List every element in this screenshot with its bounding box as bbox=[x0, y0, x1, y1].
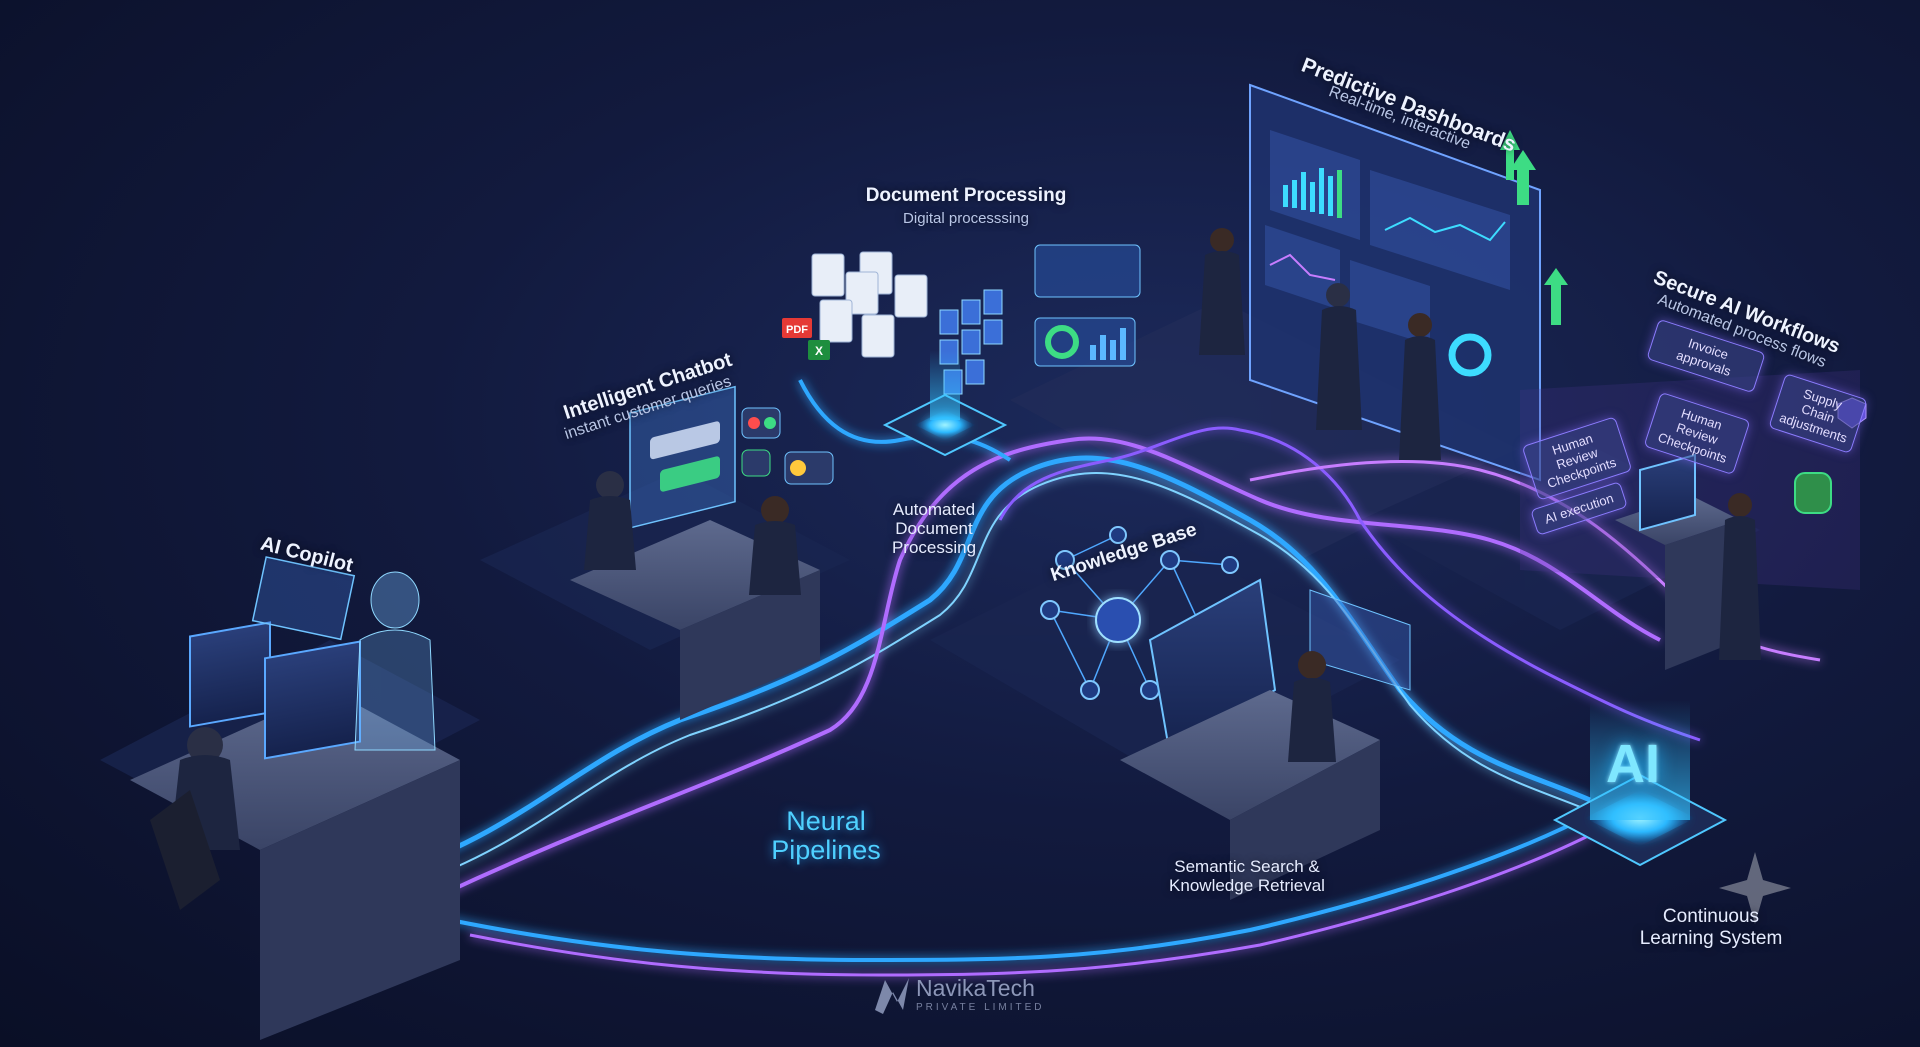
caption-line: Continuous bbox=[1662, 906, 1760, 927]
continuous-learning-caption: Continuous Learning System bbox=[1640, 906, 1783, 950]
ai-chip-label: AI bbox=[1606, 734, 1660, 794]
document-processing-caption: Automated Document Processing bbox=[892, 500, 976, 557]
logo-tagline: PRIVATE LIMITED bbox=[916, 1002, 1045, 1013]
mini-bar-chart bbox=[1090, 328, 1126, 360]
predictive-dashboards bbox=[1199, 83, 1568, 482]
caption-line: Automated bbox=[892, 500, 976, 519]
navikatech-logo-mark bbox=[875, 978, 909, 1014]
caption-line: Processing bbox=[891, 538, 977, 557]
logo-name: NavikaTech bbox=[916, 975, 1035, 1001]
neural-pipelines-label: Neural Pipelines bbox=[771, 807, 881, 865]
ai-chip bbox=[1552, 700, 1728, 867]
caption-line: Knowledge Retrieval bbox=[1169, 876, 1325, 895]
ai-copilot-station bbox=[130, 556, 460, 1040]
document-processing-title: Document Processing bbox=[865, 185, 1067, 206]
navikatech-logo: NavikaTech PRIVATE LIMITED bbox=[872, 975, 1045, 1013]
caption-line: Semantic Search & bbox=[1174, 857, 1320, 876]
semantic-search-caption: Semantic Search & Knowledge Retrieval bbox=[1169, 857, 1325, 895]
document-stack bbox=[811, 251, 928, 358]
document-processing-subtitle: Digital processsing bbox=[903, 210, 1029, 227]
pdf-icon: PDF bbox=[786, 324, 808, 336]
document-processing: PDF X bbox=[782, 244, 1141, 457]
neural-line: Pipelines bbox=[771, 835, 881, 865]
dashboard-bars bbox=[1283, 168, 1342, 218]
knowledge-base bbox=[1040, 526, 1411, 900]
caption-line: Learning System bbox=[1639, 928, 1783, 949]
chatbot-station bbox=[570, 385, 834, 720]
sparkle-icon bbox=[1719, 852, 1791, 924]
excel-icon: X bbox=[815, 344, 823, 358]
logo-text: NavikaTech PRIVATE LIMITED bbox=[916, 975, 1045, 1013]
caption-line: Document bbox=[895, 519, 973, 538]
neural-line: Neural bbox=[786, 806, 866, 836]
